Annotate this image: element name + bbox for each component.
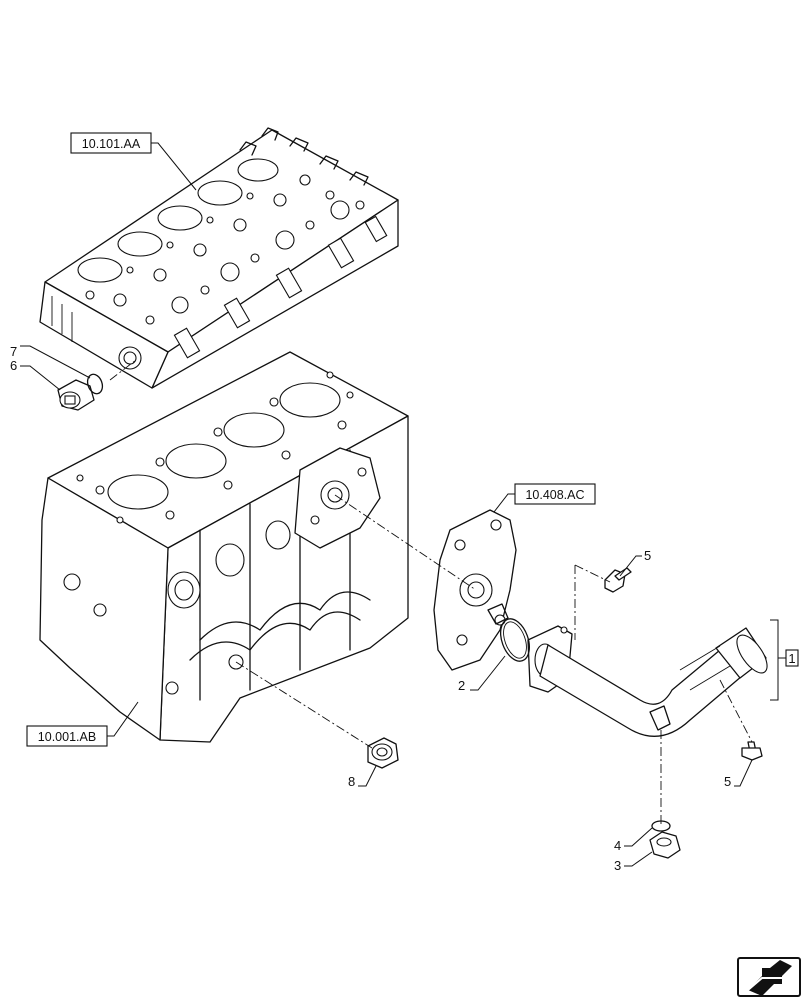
callout-6: 6 [10, 358, 17, 373]
svg-text:10.001.AB: 10.001.AB [38, 730, 96, 744]
ref-cylinder-head[interactable]: 10.101.AA [70, 132, 197, 191]
engine-block [39, 351, 409, 743]
callout-7: 7 [10, 344, 17, 359]
ref-engine-block[interactable]: 10.001.AB [26, 701, 139, 747]
oil-suction-pipe [527, 625, 768, 737]
svg-text:10.101.AA: 10.101.AA [82, 137, 141, 151]
bolt-5-bottom [741, 741, 763, 761]
callout-5-top: 5 [644, 548, 651, 563]
plug-6 [57, 379, 95, 411]
next-page-arrow-icon[interactable] [737, 957, 801, 997]
o-ring-2 [500, 618, 530, 662]
plug-8 [367, 737, 399, 769]
callout-4: 4 [614, 838, 621, 853]
svg-text:1: 1 [788, 651, 795, 666]
callout-5-bottom: 5 [724, 774, 731, 789]
callout-8: 8 [348, 774, 355, 789]
svg-text:10.408.AC: 10.408.AC [525, 488, 584, 502]
nut-3 [649, 831, 681, 859]
cylinder-head [39, 127, 399, 389]
o-ring-7 [86, 373, 104, 395]
ref-oil-pump-cover[interactable]: 10.408.AC [493, 483, 596, 513]
callout-1-bracket: 1 [770, 619, 799, 701]
callout-2: 2 [458, 678, 465, 693]
bolt-5-top [604, 567, 632, 593]
center-lines [109, 359, 753, 826]
callout-3: 3 [614, 858, 621, 873]
